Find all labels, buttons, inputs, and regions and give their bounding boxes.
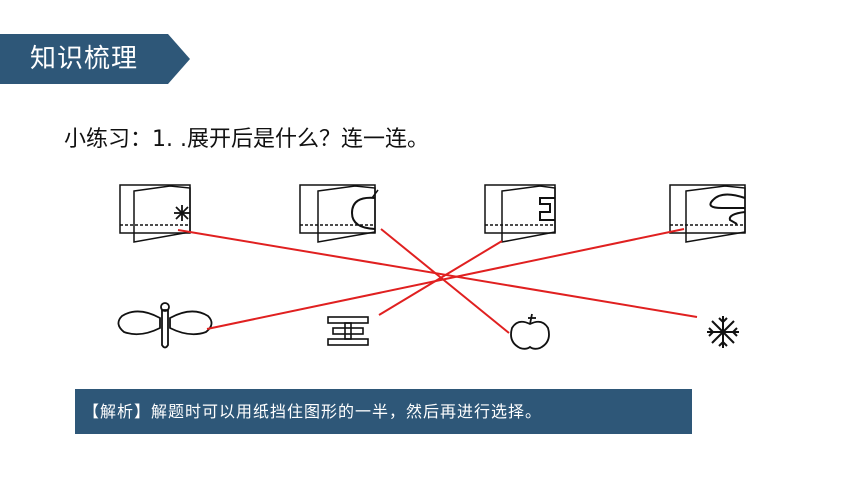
answer-explanation-box: 【解析】解题时可以用纸挡住图形的一半，然后再进行选择。: [75, 389, 692, 434]
section-header: 知识梳理: [0, 34, 190, 84]
folded-paper-snowflake-icon: [119, 184, 191, 243]
apple-icon: [510, 313, 550, 350]
exercise-question: 小练习：1. .展开后是什么？连一连。: [64, 127, 429, 152]
folded-paper-apple-icon: [299, 184, 379, 243]
connection-lines: [177, 228, 698, 334]
folded-paper-wang-icon: [484, 184, 556, 243]
wang-character-icon: [327, 316, 369, 346]
folded-paper-dragonfly-icon: [669, 184, 746, 243]
connection-line-wang: [378, 240, 503, 316]
connection-line-dragonfly: [206, 228, 685, 330]
dragonfly-icon: [117, 302, 213, 349]
snowflake-icon: [707, 316, 739, 348]
connection-line-snowflake: [177, 229, 698, 318]
answer-explanation-text: 【解析】解题时可以用纸挡住图形的一半，然后再进行选择。: [83, 402, 543, 421]
header-banner-shape: [0, 34, 190, 84]
section-title: 知识梳理: [30, 44, 139, 74]
connection-line-apple: [380, 228, 510, 334]
